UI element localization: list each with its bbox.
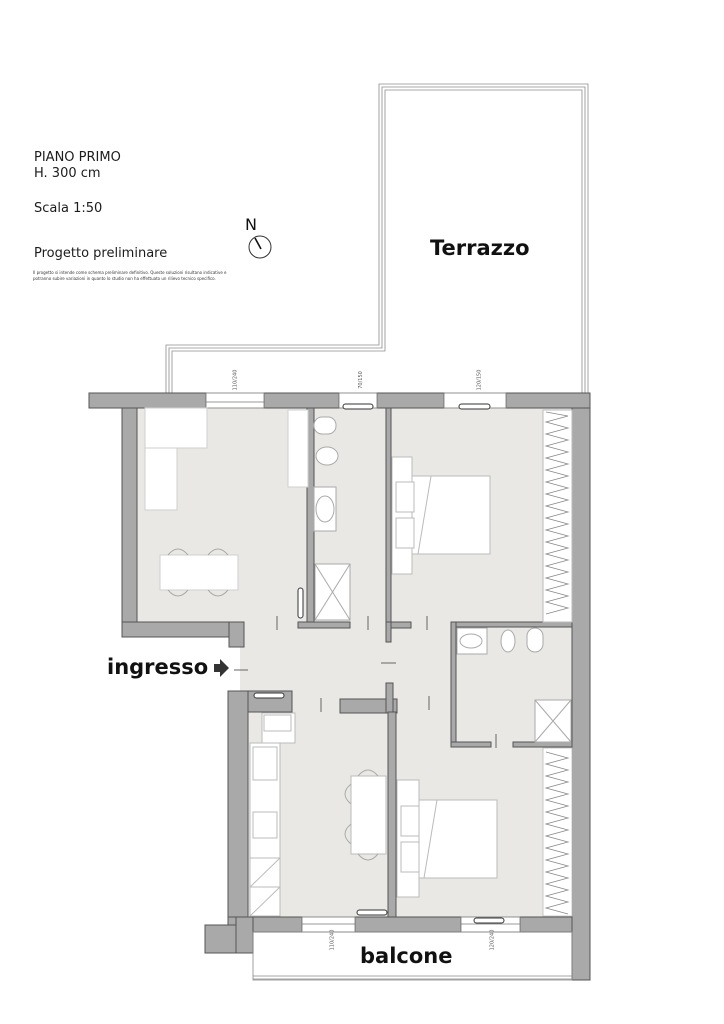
walls [88,392,591,981]
bedroom-1-furniture [391,409,573,623]
window-dim-bedroom2-south: 120/240 [489,929,496,951]
disclaimer-note: Il progetto si intende come schema preli… [33,270,248,282]
window-dim-kitchen-south: 110/240 [329,929,336,951]
door-marks [234,616,497,748]
bathroom-2-fixtures [456,627,572,743]
radiators [253,403,505,924]
project-type: Progetto preliminare [34,246,168,261]
disclaimer-line-1: Il progetto si intende come schema preli… [33,270,227,275]
room-label-terrace: Terrazzo [430,236,530,260]
room-label-balcony: balcone [360,944,453,968]
drawing-scale: Scala 1:50 [34,201,103,216]
window-dim-living-north: 110/240 [232,369,239,391]
disclaimer-line-2: potranno subire variazioni in quanto lo … [33,276,216,281]
north-label: N [245,215,257,234]
living-furniture [144,407,309,597]
entrance-arrow-icon [214,659,229,677]
terrace-outline [165,83,589,393]
wardrobe-hangers [542,411,573,917]
window-dim-bedroom1-north: 120/150 [476,369,483,391]
balcony-outline [252,931,573,981]
bathroom-1-fixtures [313,416,351,621]
ceiling-height: H. 300 cm [34,166,101,181]
bedroom-2-furniture [396,779,498,898]
compass-north-icon [248,235,272,259]
floor-title: PIANO PRIMO [34,150,121,165]
kitchen-furniture [249,712,387,917]
window-dim-bath-north: 70/150 [357,371,364,389]
room-label-entrance: ingresso [107,655,209,679]
